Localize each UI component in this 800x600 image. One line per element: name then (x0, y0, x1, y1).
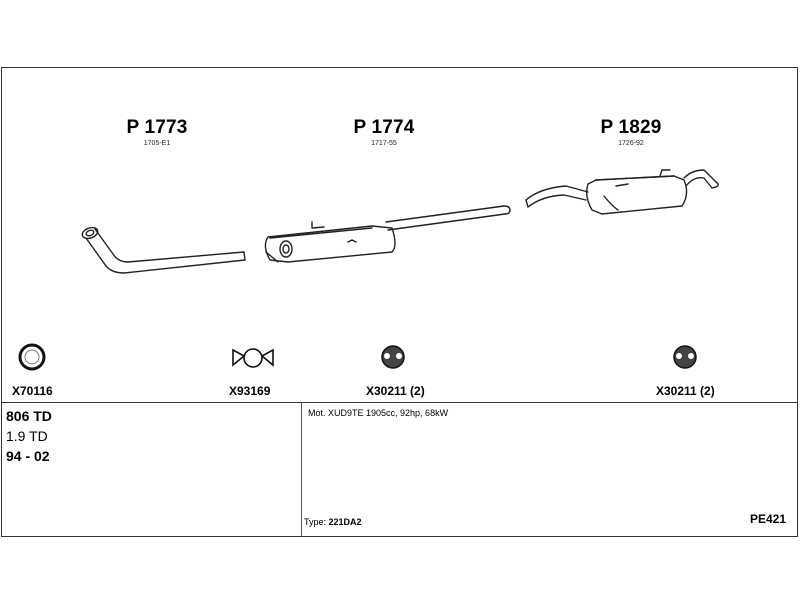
ring-gasket-icon (18, 343, 46, 371)
part-subnumber-front-pipe: 1705-E1 (143, 140, 171, 147)
rear-silencer (525, 169, 719, 215)
diagram-frame (1, 67, 798, 537)
motor-info: Mot. XUD9TE 1905cc, 92hp, 68kW (308, 408, 449, 418)
clamp-icon (232, 348, 274, 368)
rubber-mount-icon (381, 345, 405, 369)
divider-horizontal (1, 402, 798, 403)
type-label: Type: (304, 517, 327, 527)
part-subnumber-rear-silencer: 1726-92 (618, 140, 644, 147)
rubber-mount-icon (673, 345, 697, 369)
vehicle-engine: 1.9 TD (6, 428, 48, 444)
divider-vertical (301, 402, 302, 537)
vehicle-info: 806 TD 1.9 TD 94 - 02 (6, 406, 52, 466)
component-code-clamp: X93169 (229, 384, 271, 398)
part-subnumber-middle-silencer: 1717-55 (371, 140, 397, 147)
part-number-middle-silencer: P 1774 (353, 117, 415, 138)
front-pipe (81, 226, 246, 274)
catalog-code: PE421 (750, 512, 787, 526)
type-row: Type: 221DA2 (304, 517, 362, 527)
component-code-mount-1: X30211 (2) (366, 384, 425, 398)
middle-silencer (264, 205, 511, 263)
component-code-mount-2: X30211 (2) (656, 384, 715, 398)
vehicle-years: 94 - 02 (6, 448, 50, 464)
vehicle-model: 806 TD (6, 408, 52, 424)
part-number-rear-silencer: P 1829 (600, 117, 662, 138)
part-number-front-pipe: P 1773 (126, 117, 188, 138)
type-value: 221DA2 (328, 517, 362, 527)
component-code-gasket: X70116 (12, 384, 53, 398)
